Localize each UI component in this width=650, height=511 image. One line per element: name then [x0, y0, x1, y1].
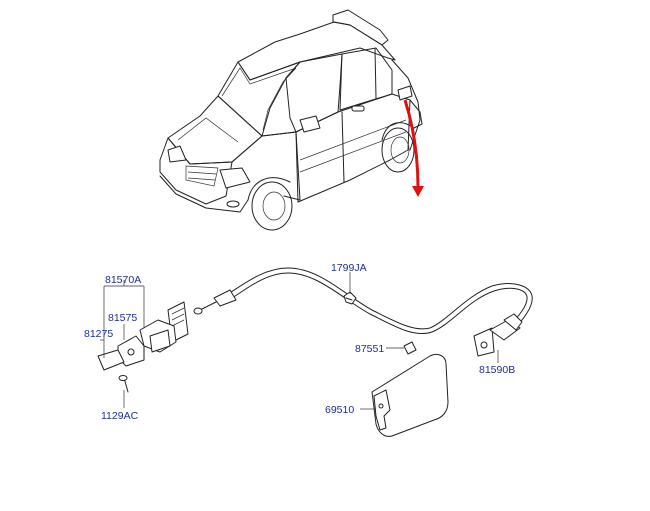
latch-assembly-81570A — [97, 301, 189, 393]
bumper-stop-87551 — [403, 341, 417, 355]
label-69510: 69510 — [325, 404, 354, 416]
fuel-door-location — [397, 85, 413, 101]
fuel-filler-door-69510 — [371, 353, 449, 437]
label-1129AC: 1129AC — [101, 410, 139, 422]
label-1799JA: 1799JA — [331, 262, 367, 274]
bracket-81590B — [473, 313, 523, 357]
red-pointer-arrow — [403, 99, 424, 197]
label-81275: 81275 — [84, 328, 113, 340]
label-81590B: 81590B — [479, 364, 515, 376]
leader-lines — [100, 272, 499, 410]
cable-clip-1799JA — [343, 291, 357, 305]
release-cable — [193, 267, 533, 335]
vehicle-illustration — [159, 9, 423, 231]
label-81575: 81575 — [108, 312, 137, 324]
label-81570A: 81570A — [105, 274, 141, 286]
label-87551: 87551 — [355, 343, 384, 355]
part-labels: 81570A 81575 81275 1129AC 1799JA 87551 6… — [84, 262, 515, 422]
